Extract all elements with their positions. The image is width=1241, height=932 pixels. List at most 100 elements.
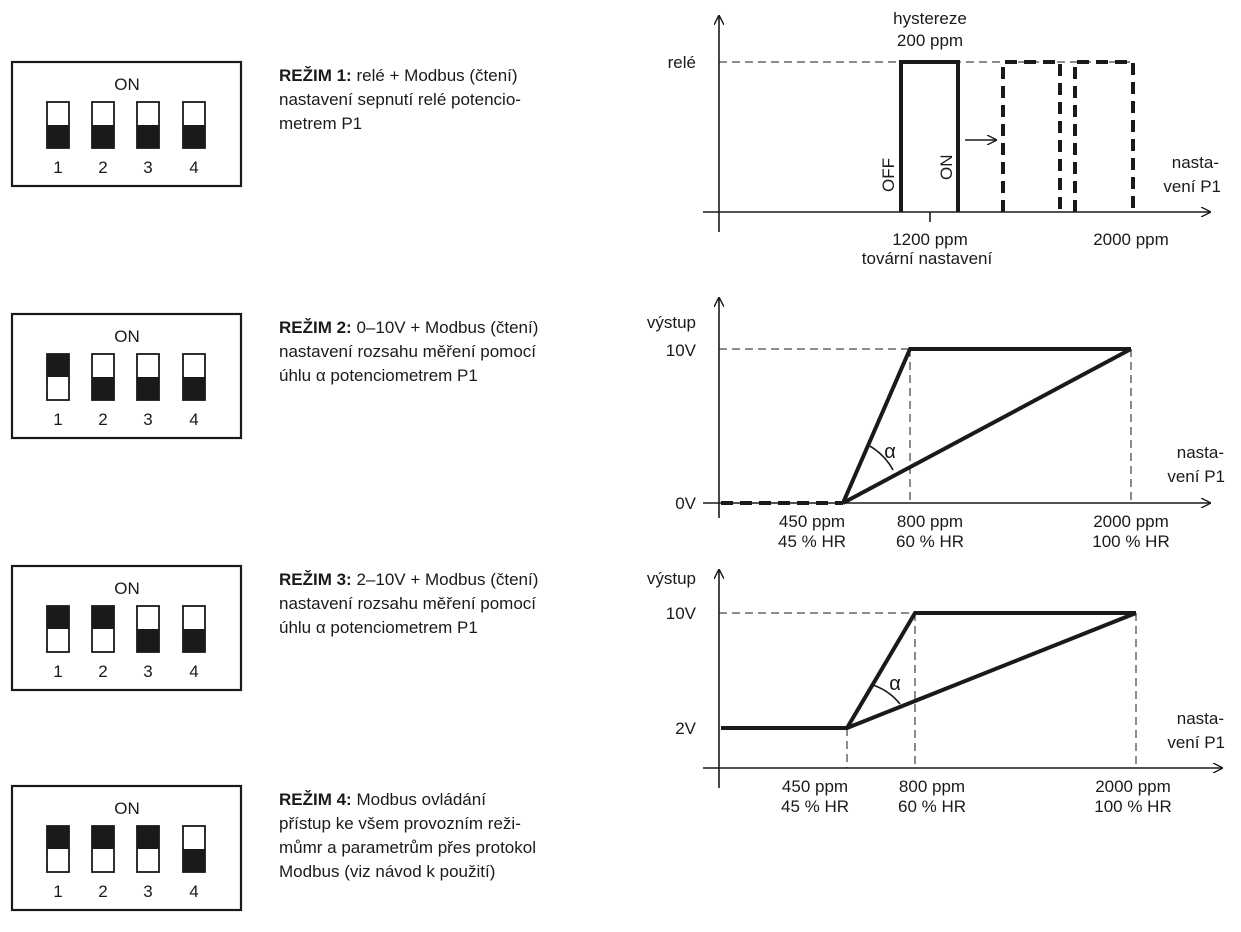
dip-switch-number: 2 bbox=[98, 410, 107, 429]
dip-switch-lever bbox=[47, 606, 69, 629]
mode-description-line: přístup ke všem provozním reži- bbox=[279, 814, 521, 833]
y-tick-10v: 10V bbox=[666, 604, 697, 623]
mode-title: REŽIM 1: relé + Modbus (čtení) bbox=[279, 66, 518, 85]
output-0-10v-chart: α výstup 10V 0V 450 ppm 45 % HR 800 ppm … bbox=[647, 298, 1225, 551]
dip-switch-lever bbox=[183, 849, 205, 872]
x-label-2000: 2000 ppm bbox=[1093, 230, 1169, 249]
dip-switch-number: 3 bbox=[143, 662, 152, 681]
alpha-label: α bbox=[884, 441, 896, 463]
dip-switch-box bbox=[10, 312, 243, 440]
x-tick-2000: 2000 ppm bbox=[1095, 777, 1171, 796]
mode-title: REŽIM 2: 0–10V + Modbus (čtení) bbox=[279, 318, 538, 337]
dip-on-label: ON bbox=[114, 75, 140, 94]
dip-switch-lever bbox=[92, 125, 114, 148]
dip-switch-box bbox=[10, 60, 243, 188]
x-axis-label-1: nasta- bbox=[1177, 443, 1224, 462]
dip-switch-number: 2 bbox=[98, 882, 107, 901]
dip-switch-lever bbox=[137, 629, 159, 652]
dip-switch-number: 4 bbox=[189, 662, 198, 681]
dip-switch-lever bbox=[137, 125, 159, 148]
hysteresis-value: 200 ppm bbox=[897, 31, 963, 50]
mode-description-line: můmr a parametrům přes protokol bbox=[279, 838, 536, 857]
x-label-1200: 1200 ppm bbox=[892, 230, 968, 249]
factory-setting-label: tovární nastavení bbox=[862, 249, 993, 268]
y-label: výstup bbox=[647, 569, 696, 588]
mode-description-line: metrem P1 bbox=[279, 114, 362, 133]
dip-on-label: ON bbox=[114, 799, 140, 818]
hysteresis-label: hystereze bbox=[893, 9, 967, 28]
dip-switch-box bbox=[10, 784, 243, 912]
mode-description-line: úhlu α potenciometrem P1 bbox=[279, 618, 478, 637]
mode-summary: 0–10V + Modbus (čtení) bbox=[352, 318, 539, 337]
dip-switch-number: 2 bbox=[98, 158, 107, 177]
x-tick-100hr: 100 % HR bbox=[1094, 797, 1171, 816]
dip-switch-number: 4 bbox=[189, 882, 198, 901]
mode-summary: Modbus ovládání bbox=[352, 790, 486, 809]
x-tick-2000: 2000 ppm bbox=[1093, 512, 1169, 531]
y-tick-10v: 10V bbox=[666, 341, 697, 360]
y-label: relé bbox=[668, 53, 696, 72]
dip-switch-number: 3 bbox=[143, 410, 152, 429]
dip-switch-number: 3 bbox=[143, 882, 152, 901]
x-tick-100hr: 100 % HR bbox=[1092, 532, 1169, 551]
x-tick-45hr: 45 % HR bbox=[778, 532, 846, 551]
dip-switch-lever bbox=[183, 125, 205, 148]
mode-3: ON 1 2 3 4 REŽIM 3: 2–10V + Modbus (čtení) nas… bbox=[10, 564, 539, 692]
hysteresis-window bbox=[899, 60, 960, 212]
dip-switch-number: 4 bbox=[189, 410, 198, 429]
mode-summary: relé + Modbus (čtení) bbox=[352, 66, 518, 85]
x-tick-60hr: 60 % HR bbox=[898, 797, 966, 816]
shifted-window-1 bbox=[1001, 60, 1062, 212]
dip-switch-number: 1 bbox=[53, 410, 62, 429]
x-axis-label-2: vení P1 bbox=[1167, 733, 1225, 752]
mode-description-line: nastavení rozsahu měření pomocí bbox=[279, 342, 536, 361]
output-curves bbox=[841, 347, 1132, 505]
dip-switch-lever bbox=[92, 826, 114, 849]
x-tick-800: 800 ppm bbox=[897, 512, 963, 531]
mode-summary: 2–10V + Modbus (čtení) bbox=[352, 570, 539, 589]
dip-switch-lever bbox=[47, 125, 69, 148]
dip-switch-lever bbox=[92, 377, 114, 400]
dip-switch-lever bbox=[137, 377, 159, 400]
x-tick-45hr: 45 % HR bbox=[781, 797, 849, 816]
on-label: ON bbox=[937, 155, 956, 181]
dip-switch-number: 1 bbox=[53, 662, 62, 681]
dip-switch-lever bbox=[47, 826, 69, 849]
x-axis-label-1: nasta- bbox=[1172, 153, 1219, 172]
mode-description-line: nastavení sepnutí relé potencio- bbox=[279, 90, 521, 109]
mode-number: REŽIM 3: bbox=[279, 570, 352, 589]
dip-switch-lever bbox=[92, 606, 114, 629]
x-axis-label-2: vení P1 bbox=[1167, 467, 1225, 486]
dip-switch-lever bbox=[183, 629, 205, 652]
x-tick-60hr: 60 % HR bbox=[896, 532, 964, 551]
x-axis-label-1: nasta- bbox=[1177, 709, 1224, 728]
x-tick-800: 800 ppm bbox=[899, 777, 965, 796]
x-axis-label-2: vení P1 bbox=[1163, 177, 1221, 196]
mode-number: REŽIM 2: bbox=[279, 318, 352, 337]
output-2-10v-chart: α výstup 10V 2V 450 ppm 45 % HR 800 ppm … bbox=[647, 569, 1225, 816]
y-tick-0v: 0V bbox=[675, 494, 696, 513]
dip-switch-lever bbox=[47, 354, 69, 377]
dip-switch-lever bbox=[183, 377, 205, 400]
x-tick-450: 450 ppm bbox=[782, 777, 848, 796]
mode-number: REŽIM 1: bbox=[279, 66, 352, 85]
alpha-arc bbox=[867, 444, 894, 471]
mode-title: REŽIM 4: Modbus ovládání bbox=[279, 790, 486, 809]
alpha-label: α bbox=[889, 673, 901, 695]
mode-number: REŽIM 4: bbox=[279, 790, 352, 809]
mode-description-line: Modbus (viz návod k použití) bbox=[279, 862, 495, 881]
shifted-window-2 bbox=[1073, 60, 1135, 212]
dip-switch-box bbox=[10, 564, 243, 692]
output-curves bbox=[721, 611, 1137, 730]
dip-on-label: ON bbox=[114, 579, 140, 598]
relay-chart: relé hystereze 200 ppm OFF ON 1200 ppm t… bbox=[668, 9, 1221, 268]
dip-switch-number: 2 bbox=[98, 662, 107, 681]
y-label: výstup bbox=[647, 313, 696, 332]
mode-description-line: nastavení rozsahu měření pomocí bbox=[279, 594, 536, 613]
y-tick-2v: 2V bbox=[675, 719, 696, 738]
dip-switch-number: 3 bbox=[143, 158, 152, 177]
